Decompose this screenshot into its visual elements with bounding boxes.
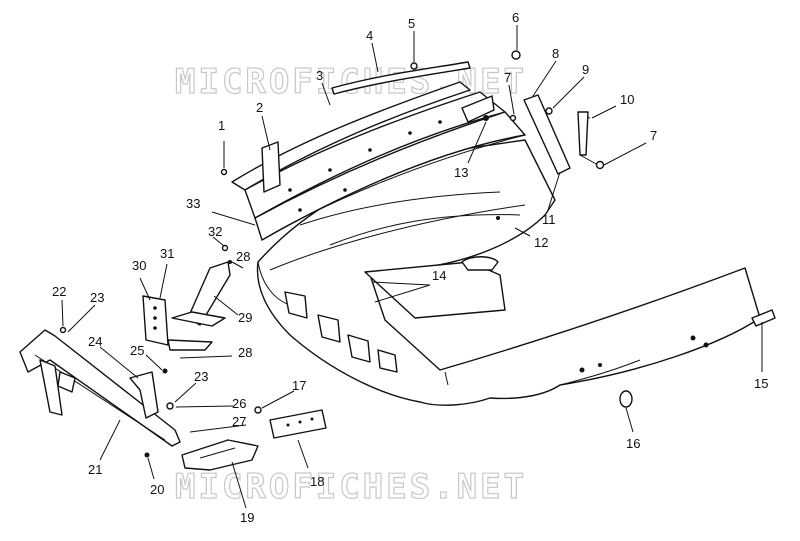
callout-16: 16 <box>626 436 640 451</box>
part-5-screw <box>410 62 418 70</box>
callout-12: 12 <box>534 235 548 250</box>
callout-19: 19 <box>240 510 254 525</box>
windshield-rail <box>231 81 526 241</box>
callout-28-upper: 28 <box>236 249 250 264</box>
callout-30: 30 <box>132 258 146 273</box>
callout-11: 11 <box>542 212 556 227</box>
part-15-reflector <box>751 309 776 327</box>
callout-5: 5 <box>408 16 415 31</box>
callout-2: 2 <box>256 100 263 115</box>
part-24-bracket <box>129 371 159 419</box>
callout-23-upper: 23 <box>90 290 104 305</box>
watermark-bottom: MICROFICHES.NET <box>175 467 527 507</box>
part-13-bracket <box>461 95 495 123</box>
part-13-fastener <box>483 115 489 121</box>
callout-7-right: 7 <box>650 128 657 143</box>
callout-15: 15 <box>754 376 768 391</box>
part-26-washer <box>166 402 174 410</box>
callout-8: 8 <box>552 46 559 61</box>
callout-7-top: 7 <box>504 70 511 85</box>
callout-28-lower: 28 <box>238 345 252 360</box>
callout-21: 21 <box>88 462 102 477</box>
part-25-fastener <box>162 368 168 374</box>
callout-32: 32 <box>208 224 222 239</box>
callout-9: 9 <box>582 62 589 77</box>
part-1-fastener <box>220 168 228 176</box>
callout-33: 33 <box>186 196 200 211</box>
part-28-fastener <box>228 260 232 264</box>
part-30-plate <box>142 295 213 351</box>
part-32-fastener <box>221 244 229 252</box>
part-7-nut <box>509 114 517 122</box>
callout-6: 6 <box>512 10 519 25</box>
part-11-strip <box>523 94 571 175</box>
part-17-screw <box>254 406 262 414</box>
part-18-plate <box>269 409 327 439</box>
part-22-fastener <box>59 326 67 334</box>
callout-18: 18 <box>310 474 324 489</box>
callout-26: 26 <box>232 396 246 411</box>
callout-17: 17 <box>292 378 306 393</box>
callout-labels: 1 2 3 4 5 6 7 7 8 9 10 11 12 13 14 15 16… <box>52 10 768 525</box>
hood-panel <box>256 139 761 406</box>
callout-4: 4 <box>366 28 373 43</box>
callout-14: 14 <box>432 268 446 283</box>
part-10-pin <box>577 111 605 170</box>
part-20-fastener <box>144 452 150 458</box>
part-19-hitch <box>181 439 259 471</box>
callout-29: 29 <box>238 310 252 325</box>
callout-10: 10 <box>620 92 634 107</box>
callout-1: 1 <box>218 118 225 133</box>
part-9-washer <box>545 107 553 115</box>
callout-25: 25 <box>130 343 144 358</box>
part-16-plug <box>619 390 633 408</box>
callout-20: 20 <box>150 482 164 497</box>
part-2-bracket <box>261 141 281 193</box>
part-29-bracket <box>171 261 231 327</box>
callout-27: 27 <box>232 414 246 429</box>
part-4-strip <box>331 61 471 95</box>
part-21-bumper-frame <box>19 329 181 447</box>
callout-3: 3 <box>316 68 323 83</box>
part-6-nut <box>511 50 521 60</box>
callout-23-lower: 23 <box>194 369 208 384</box>
leader-lines <box>61 25 763 509</box>
callout-22: 22 <box>52 284 66 299</box>
callout-31: 31 <box>160 246 174 261</box>
callout-13: 13 <box>454 165 468 180</box>
callout-24: 24 <box>88 334 102 349</box>
